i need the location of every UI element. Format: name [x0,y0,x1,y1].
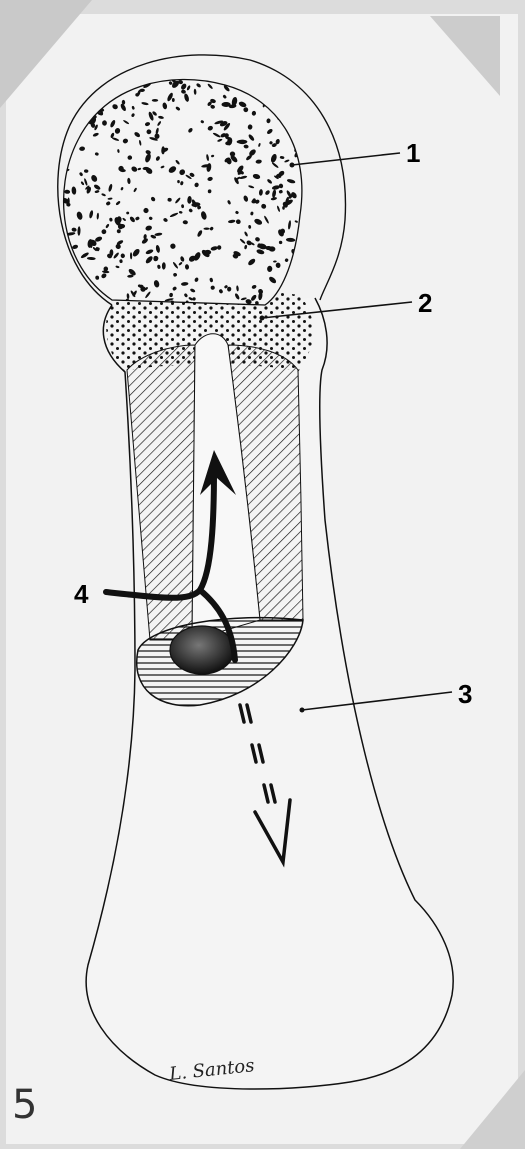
trabecula [152,99,158,102]
trabecula [222,102,231,107]
bone-plug [170,626,234,674]
trabecula [204,228,210,230]
label-1: 1 [406,138,420,168]
page-number: 5 [12,1082,37,1128]
label-4: 4 [74,579,89,609]
trabecula [172,98,175,102]
label-3: 3 [458,679,472,709]
label-2: 2 [418,288,432,318]
